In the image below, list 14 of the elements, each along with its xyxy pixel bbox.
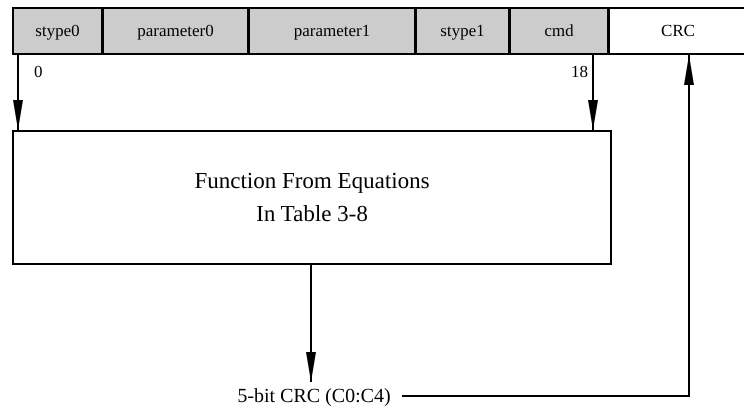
arrow: [306, 265, 316, 382]
bit-index: 18: [571, 62, 588, 82]
function-box: Function From Equations In Table 3-8: [12, 130, 612, 265]
arrow: [588, 55, 598, 130]
field-cell: parameter0: [102, 7, 249, 55]
arrow: [402, 55, 694, 397]
output-text: 5-bit CRC (C0:C4): [226, 380, 402, 412]
field-cell: stype1: [415, 7, 510, 55]
field-cell: parameter1: [248, 7, 416, 55]
arrow: [13, 55, 23, 130]
field-cell: stype0: [12, 7, 103, 55]
field-cell: CRC: [608, 7, 744, 55]
field-cell: cmd: [509, 7, 609, 55]
bit-index: 0: [34, 62, 42, 82]
